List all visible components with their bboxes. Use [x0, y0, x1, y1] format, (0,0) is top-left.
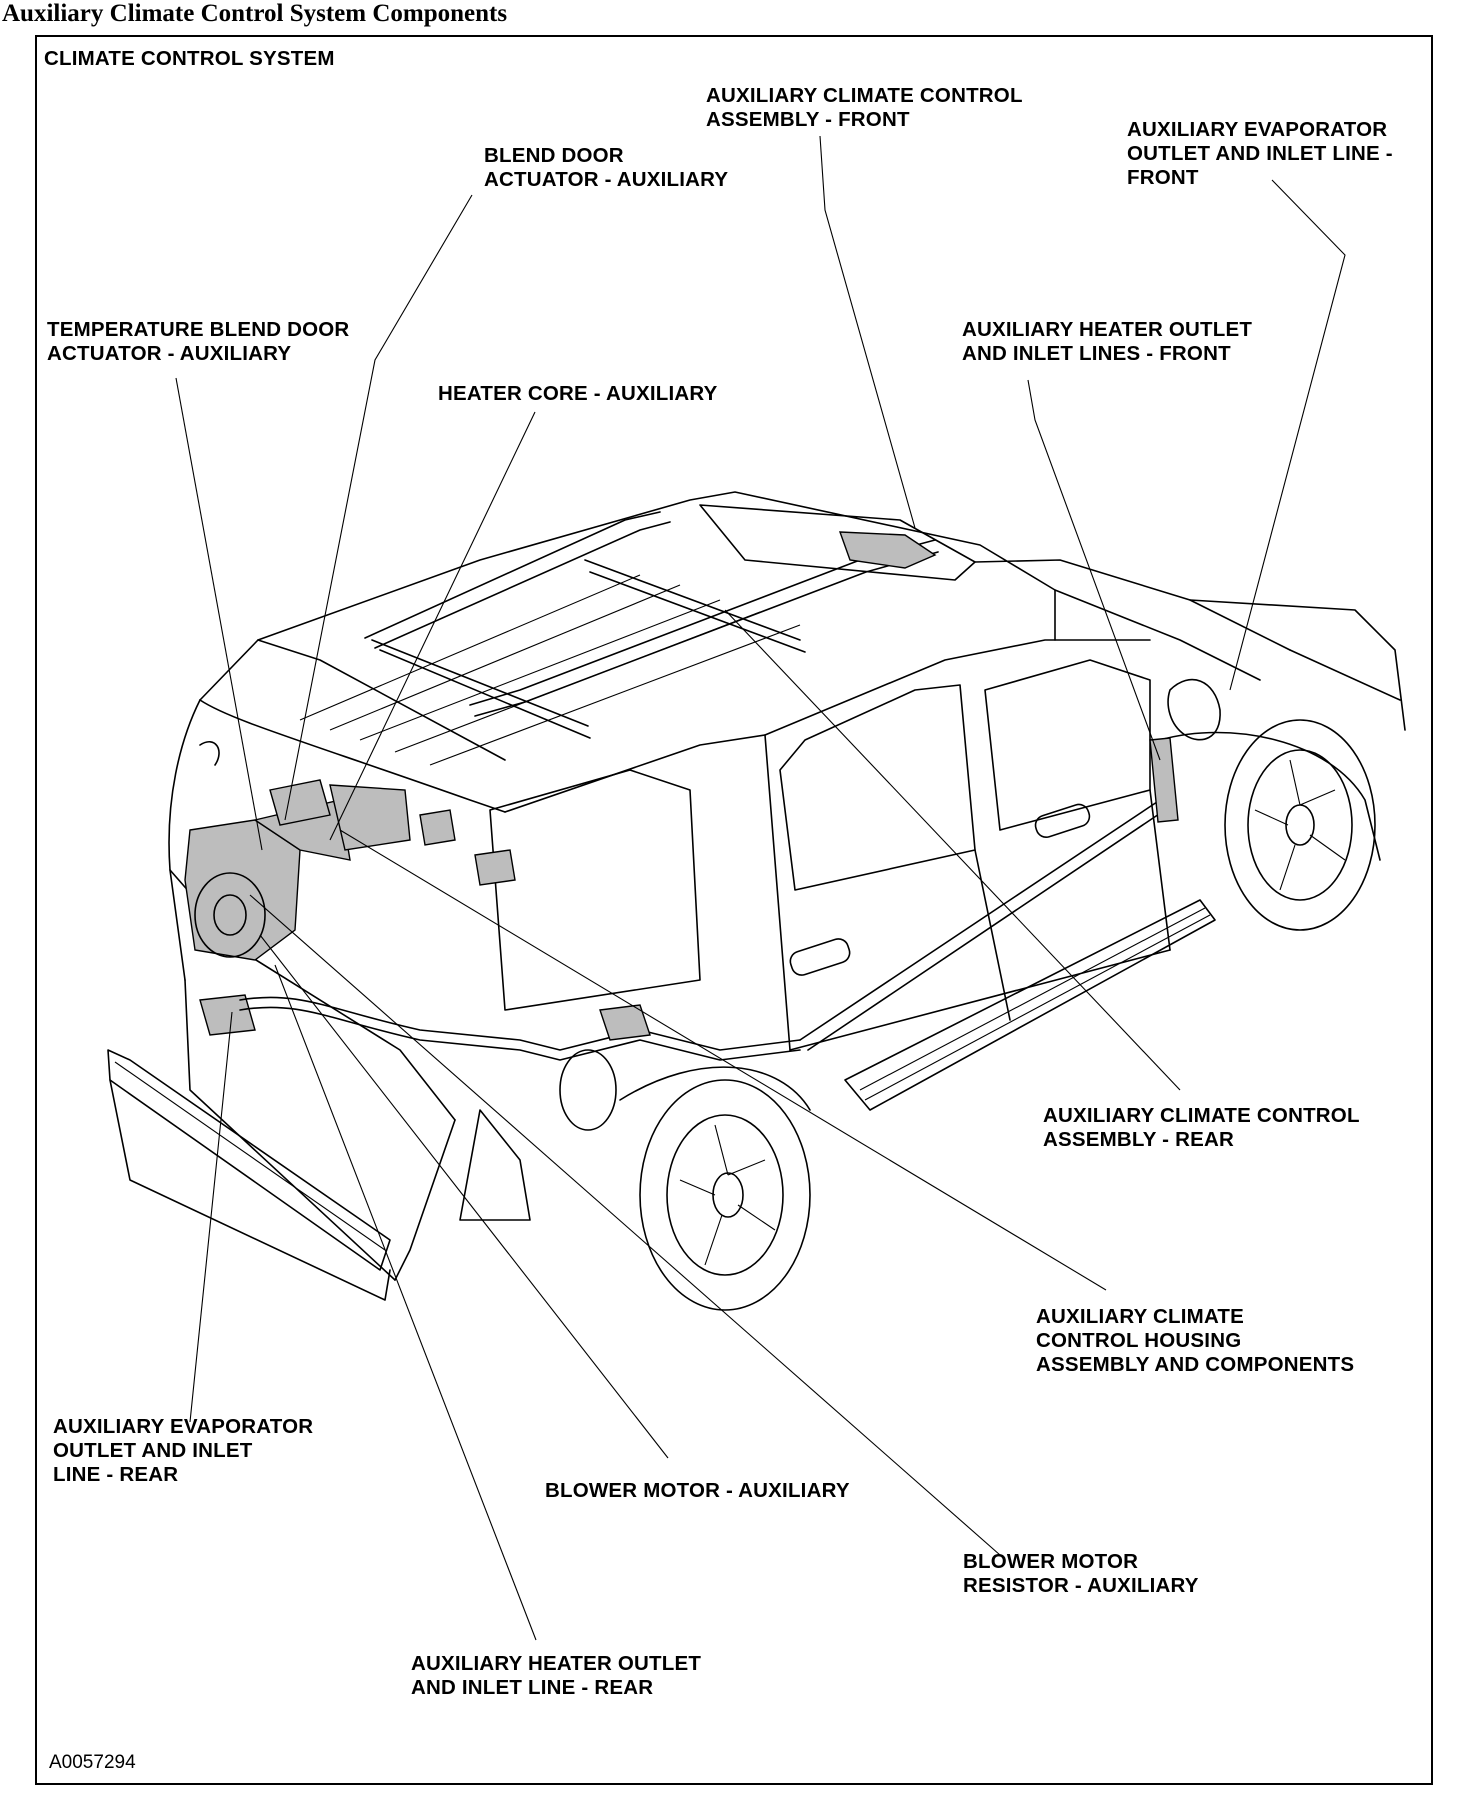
label-climate-control-front: AUXILIARY CLIMATE CONTROL ASSEMBLY - FRO…: [706, 84, 1023, 131]
label-evap-line-front: AUXILIARY EVAPORATOR OUTLET AND INLET LI…: [1127, 118, 1393, 189]
label-climate-control-rear: AUXILIARY CLIMATE CONTROL ASSEMBLY - REA…: [1043, 1104, 1360, 1151]
label-blend-door-actuator: BLEND DOOR ACTUATOR - AUXILIARY: [484, 144, 729, 191]
label-heater-lines-front: AUXILIARY HEATER OUTLET AND INLET LINES …: [962, 318, 1253, 365]
figure-frame: [35, 35, 1433, 1785]
blower-motor: [194, 872, 266, 958]
vehicle-body: [107, 491, 1406, 1311]
label-blower-motor: BLOWER MOTOR - AUXILIARY: [545, 1479, 850, 1502]
leader-lines: [175, 135, 1346, 1641]
auxiliary-hvac-unit: [184, 779, 516, 1036]
section-label: CLIMATE CONTROL SYSTEM: [44, 47, 335, 70]
auxiliary-lines: [239, 737, 1179, 1061]
label-housing-assembly: AUXILIARY CLIMATE CONTROL HOUSING ASSEMB…: [1036, 1305, 1355, 1376]
label-blower-motor-resistor: BLOWER MOTOR RESISTOR - AUXILIARY: [963, 1550, 1199, 1597]
label-heater-line-rear: AUXILIARY HEATER OUTLET AND INLET LINE -…: [411, 1652, 702, 1699]
label-heater-core: HEATER CORE - AUXILIARY: [438, 382, 718, 405]
label-evap-line-rear: AUXILIARY EVAPORATOR OUTLET AND INLET LI…: [53, 1415, 314, 1486]
label-temp-blend-door-actuator: TEMPERATURE BLEND DOOR ACTUATOR - AUXILI…: [47, 318, 350, 365]
figure-id: A0057294: [49, 1752, 136, 1773]
page-title: Auxiliary Climate Control System Compone…: [2, 0, 508, 27]
